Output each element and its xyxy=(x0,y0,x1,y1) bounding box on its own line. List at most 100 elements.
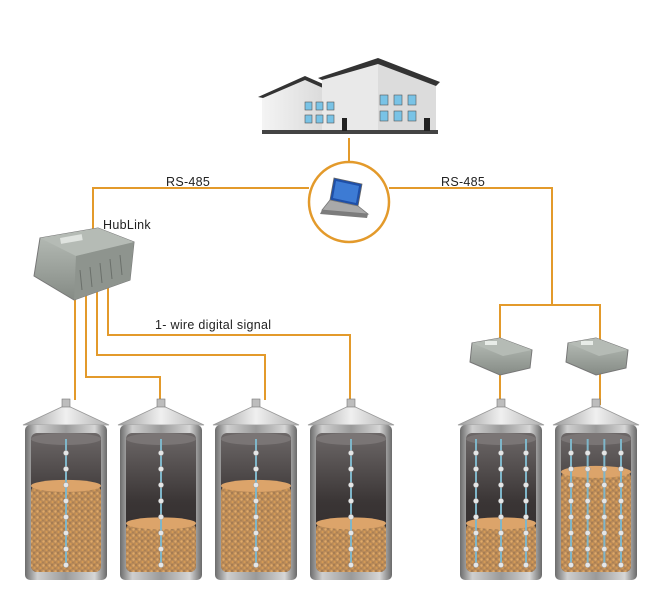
temperature-sensor xyxy=(63,482,69,488)
temperature-sensor xyxy=(158,450,164,456)
silo-roof xyxy=(307,404,395,426)
silo-cable-gland xyxy=(251,398,261,408)
temperature-sensor xyxy=(498,562,504,568)
temperature-sensor xyxy=(473,562,479,568)
temperature-sensor xyxy=(63,514,69,520)
wire-1wire-silo2 xyxy=(85,285,161,407)
computer-node xyxy=(307,160,391,244)
temperature-sensor xyxy=(253,530,259,536)
silo-cable-gland xyxy=(496,398,506,408)
temperature-sensor xyxy=(584,498,591,504)
sensor-cable xyxy=(618,439,624,568)
sensor-cable xyxy=(568,439,574,568)
silo-6 xyxy=(552,398,640,580)
silo-grain xyxy=(561,471,631,572)
temperature-sensor xyxy=(523,546,529,552)
temperature-sensor xyxy=(348,482,354,488)
temperature-sensor xyxy=(498,514,504,520)
temperature-sensor xyxy=(584,450,591,456)
silo-cable-gland xyxy=(156,398,166,408)
silo-roof xyxy=(457,404,545,426)
temperature-sensor xyxy=(618,466,624,472)
silo-roof xyxy=(117,404,205,426)
temperature-sensor xyxy=(618,514,624,520)
temperature-sensor xyxy=(498,546,504,552)
temperature-sensor xyxy=(618,546,624,552)
wire-network xyxy=(74,138,601,407)
silo-3 xyxy=(212,398,300,580)
temperature-sensor xyxy=(253,562,259,568)
rs485-left-label: RS-485 xyxy=(166,175,211,189)
temperature-sensor xyxy=(158,546,164,552)
temperature-sensor xyxy=(63,546,69,552)
sensor-cable xyxy=(348,439,354,568)
sensor-cable xyxy=(473,439,479,568)
temperature-sensor xyxy=(568,450,574,456)
temperature-sensor xyxy=(473,482,479,488)
temperature-sensor xyxy=(523,514,529,520)
temperature-sensor xyxy=(568,514,574,520)
sensor-cable xyxy=(498,439,504,568)
temperature-sensor xyxy=(618,562,624,568)
temperature-sensor xyxy=(498,530,504,536)
temperature-sensor xyxy=(601,482,608,488)
temperature-sensor xyxy=(568,530,574,536)
temperature-sensor xyxy=(253,482,259,488)
silo-roof xyxy=(212,404,300,426)
temperature-sensor xyxy=(473,498,479,504)
temperature-sensor xyxy=(348,562,354,568)
temperature-sensor xyxy=(348,530,354,536)
one-wire-label: 1- wire digital signal xyxy=(155,318,272,332)
silo-cable-gland xyxy=(346,398,356,408)
temperature-sensor xyxy=(618,498,624,504)
silo-cable-gland xyxy=(61,398,71,408)
temperature-sensor xyxy=(158,562,164,568)
temperature-sensor xyxy=(498,498,504,504)
temperature-sensor xyxy=(601,450,608,456)
temperature-sensor xyxy=(473,546,479,552)
temperature-sensor xyxy=(158,514,164,520)
temperature-sensor xyxy=(601,530,608,536)
building-icon xyxy=(258,58,440,134)
temperature-sensor xyxy=(63,466,69,472)
temperature-sensor xyxy=(584,514,591,520)
temperature-sensor xyxy=(348,546,354,552)
temperature-sensor xyxy=(158,466,164,472)
temperature-sensor xyxy=(63,562,69,568)
temperature-sensor xyxy=(63,530,69,536)
silo-roof xyxy=(22,404,110,426)
temperature-sensor xyxy=(158,530,164,536)
temperature-sensor xyxy=(348,450,354,456)
temperature-sensor xyxy=(253,498,259,504)
temperature-sensor xyxy=(568,546,574,552)
temperature-sensor xyxy=(523,450,529,456)
temperature-sensor xyxy=(473,450,479,456)
temperature-sensor xyxy=(523,498,529,504)
temperature-sensor xyxy=(584,466,591,472)
temperature-sensor xyxy=(63,450,69,456)
temperature-sensor xyxy=(523,530,529,536)
temperature-sensor xyxy=(601,498,608,504)
temperature-sensor xyxy=(253,546,259,552)
temperature-sensor xyxy=(618,530,624,536)
silo-interior-top xyxy=(561,433,631,445)
temperature-sensor xyxy=(253,514,259,520)
sensor-cable xyxy=(158,439,164,568)
silo-1 xyxy=(22,398,110,580)
temperature-sensor xyxy=(473,530,479,536)
silo-2 xyxy=(117,398,205,580)
temperature-sensor xyxy=(601,546,608,552)
temperature-sensor xyxy=(498,482,504,488)
temperature-sensor xyxy=(568,482,574,488)
hub-device-icon-1 xyxy=(469,337,533,376)
hublink-device-icon xyxy=(33,227,135,301)
sensor-cable xyxy=(584,439,591,568)
temperature-sensor xyxy=(348,514,354,520)
temperature-sensor xyxy=(584,482,591,488)
silo-roof xyxy=(552,404,640,426)
temperature-sensor xyxy=(523,482,529,488)
temperature-sensor xyxy=(158,482,164,488)
silo-grain-surface xyxy=(561,465,631,478)
